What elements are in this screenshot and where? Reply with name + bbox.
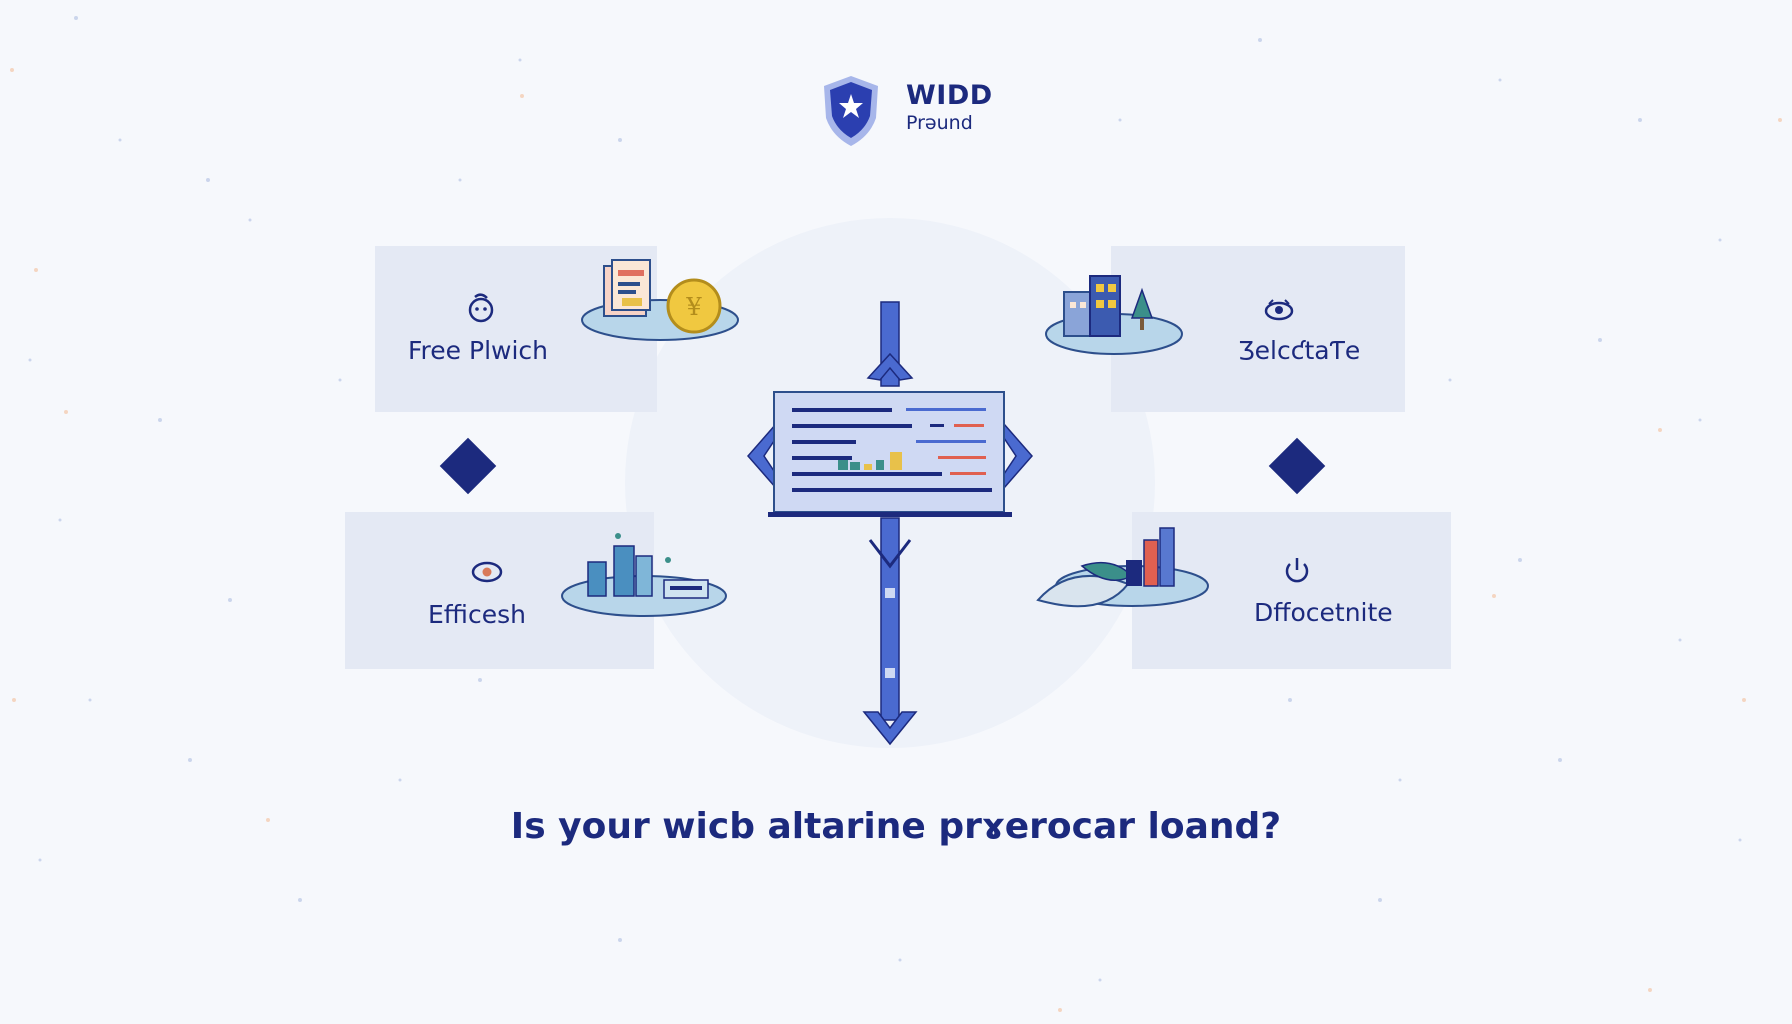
card-label: ƷelcƈtaƬe — [1238, 336, 1361, 365]
central-hub-diagram — [747, 301, 1033, 746]
buildings-illustration — [1045, 275, 1183, 355]
brand-tagline: Prəund — [906, 112, 973, 134]
card-label: Free Plwich — [408, 336, 549, 365]
shield-star-icon — [824, 76, 878, 146]
face-icon — [468, 293, 494, 323]
svg-text:¥: ¥ — [685, 293, 702, 321]
card-label: Dffocetnite — [1254, 598, 1393, 627]
card-bottom-right: Dffocetnite — [1132, 512, 1451, 669]
question-heading: Is your wicb altarine prɤerocar loand? — [510, 806, 1282, 847]
document-coin-illustration: ¥ — [581, 259, 739, 341]
brand-header: WIDD Prəund — [820, 74, 1060, 154]
eye-icon — [471, 561, 503, 583]
power-icon — [1285, 558, 1309, 583]
harbor-books-illustration — [1036, 527, 1209, 608]
card-label: Efficesh — [428, 600, 526, 629]
city-blueprint-illustration — [561, 533, 727, 617]
card-top-right: ƷelcƈtaƬe — [1111, 246, 1405, 412]
cloud-eye-icon — [1264, 299, 1294, 321]
brand-name: WIDD — [906, 80, 993, 111]
